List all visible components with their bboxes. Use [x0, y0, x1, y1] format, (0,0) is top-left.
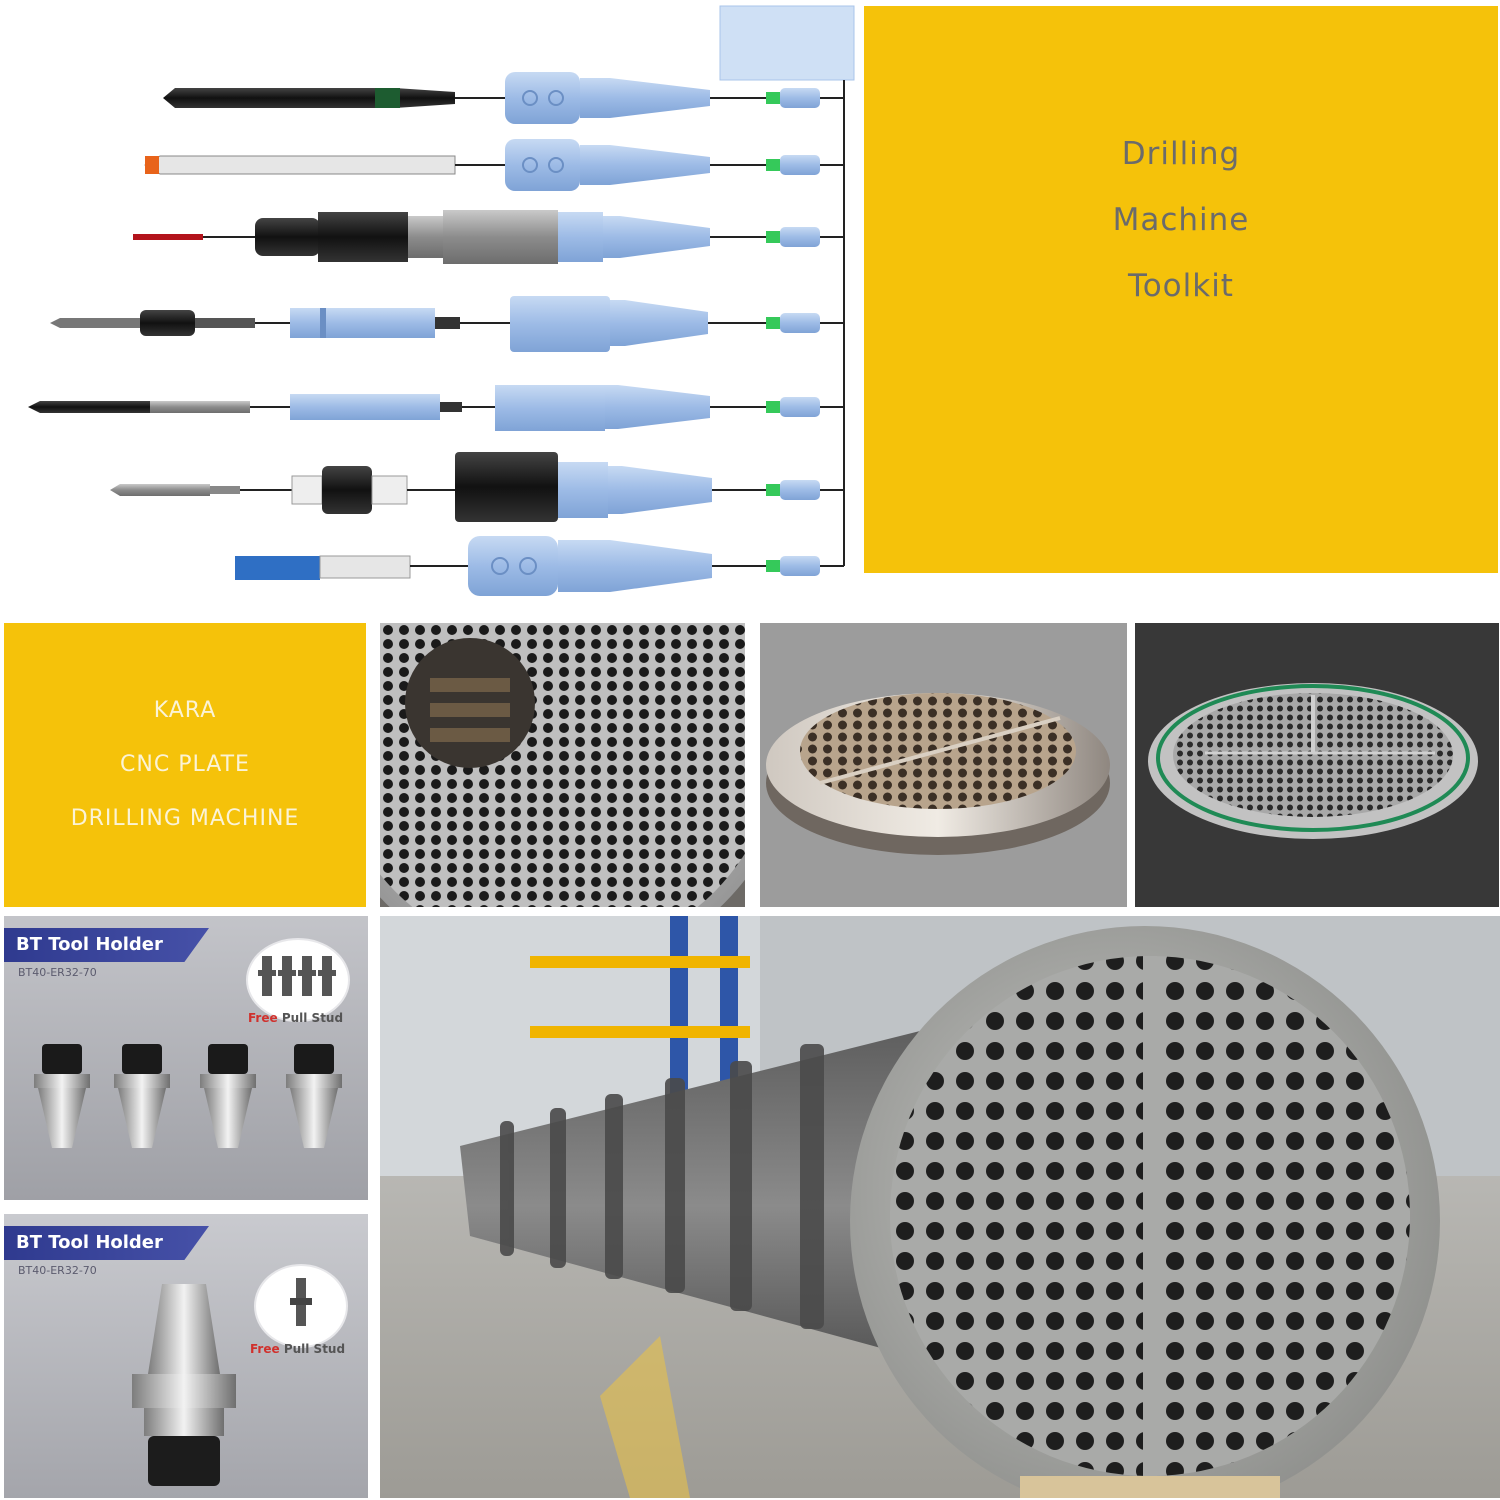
- kara-title-line-1: KARA: [153, 698, 217, 723]
- tool-row-1: [163, 72, 844, 124]
- bt-panel-2-model: BT40-ER32-70: [18, 1264, 97, 1277]
- tool-row-4: [50, 296, 844, 352]
- tool-row-2: [144, 139, 844, 191]
- pull-stud-circle-1: [246, 938, 350, 1022]
- pull-stud-icon: [290, 1278, 312, 1326]
- bt-tool-holder-panel-1: BT Tool Holder BT40-ER32-70 Free Pull St…: [4, 916, 368, 1200]
- kara-title-line-2: CNC PLATE: [120, 752, 250, 777]
- toolkit-title-panel: Drilling Machine Toolkit: [864, 6, 1498, 573]
- toolkit-title-line-1: Drilling: [1121, 135, 1241, 172]
- free-word-2: Free: [250, 1342, 280, 1356]
- bt-holder-single-illustration: [132, 1284, 236, 1486]
- bt-panel-1-model: BT40-ER32-70: [18, 966, 97, 979]
- free-pull-stud-label-2: Free Pull Stud: [250, 1342, 345, 1356]
- tool-row-3: [133, 210, 844, 264]
- pull-stud-word-1: Pull Stud: [281, 1011, 344, 1025]
- kara-title-panel: KARA CNC PLATE DRILLING MACHINE: [4, 623, 366, 907]
- tube-sheet-photo-3: [1135, 623, 1499, 907]
- tube-sheet-photo-2: [760, 623, 1127, 907]
- toolkit-diagram: [0, 0, 860, 600]
- toolkit-title-line-2: Machine: [1112, 201, 1250, 238]
- heat-exchanger-photo: [380, 916, 1500, 1498]
- toolkit-diagram-svg: [28, 5, 855, 596]
- toolkit-title-line-3: Toolkit: [1128, 267, 1234, 304]
- pull-stud-word-2: Pull Stud: [283, 1342, 346, 1356]
- bt-tool-holder-panel-2: BT Tool Holder BT40-ER32-70 Free Pull St…: [4, 1214, 368, 1498]
- kara-title-line-3: DRILLING MACHINE: [70, 806, 300, 831]
- tool-row-5: [28, 385, 844, 431]
- free-word-1: Free: [248, 1011, 278, 1025]
- bt-panel-2-title: BT Tool Holder: [4, 1226, 209, 1260]
- tool-row-6: [110, 452, 844, 522]
- free-pull-stud-label-1: Free Pull Stud: [248, 1011, 343, 1025]
- tool-row-7: [235, 536, 844, 596]
- pull-stud-circle-2: [254, 1264, 348, 1348]
- spindle-box: [719, 5, 855, 81]
- bt-panel-1-title: BT Tool Holder: [4, 928, 209, 962]
- bt-holder-row-illustration: [34, 1044, 342, 1148]
- pull-stud-group-icon: [258, 956, 336, 996]
- tube-sheet-photo-1: [380, 623, 745, 907]
